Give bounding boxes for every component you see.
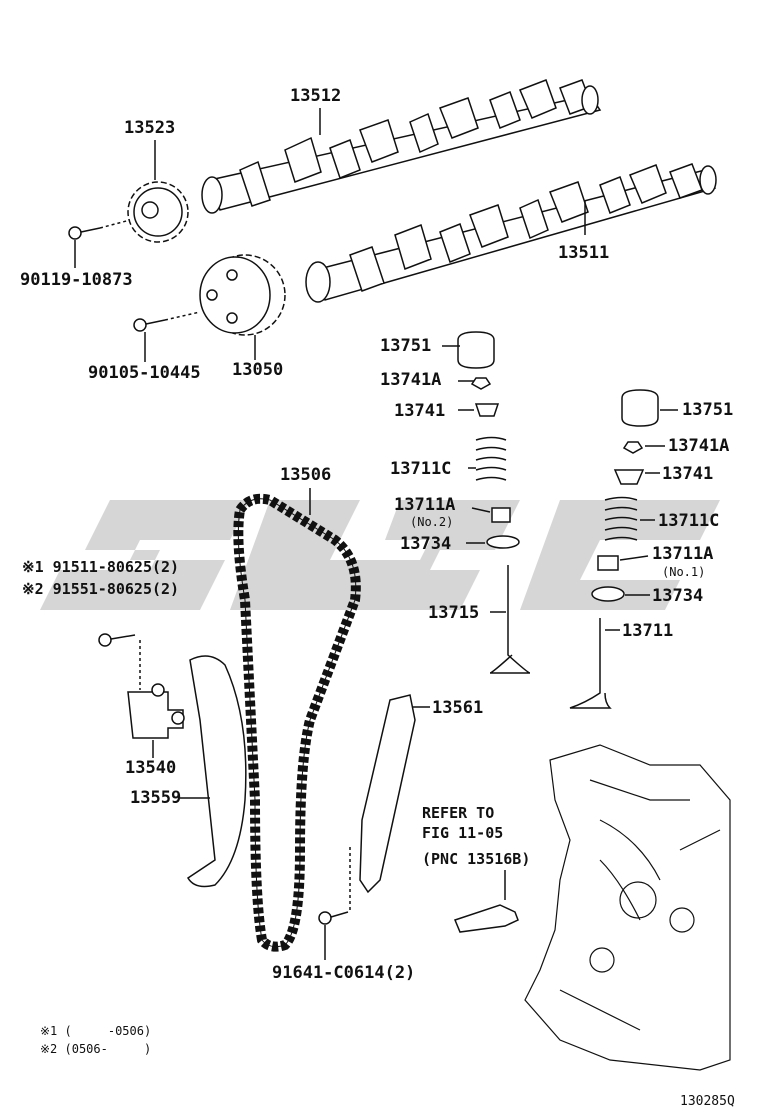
valve-stack-intake — [569, 389, 659, 709]
label-13734-exhaust: 13734 — [400, 534, 452, 554]
label-13711c-intake: 13711C — [658, 511, 720, 531]
bolt-90119 — [68, 219, 131, 240]
label-13741-intake: 13741 — [662, 464, 714, 484]
camshaft-13512 — [201, 79, 602, 214]
refer-note-line1: REFER TO — [422, 804, 495, 822]
label-13711c-exhaust: 13711C — [390, 459, 452, 479]
engine-block — [524, 744, 731, 1071]
label-13751-intake: 13751 — [682, 400, 734, 420]
label-90119-10873: 90119-10873 — [20, 270, 133, 290]
label-bolt-91511: ※1 91511-80625(2) — [22, 558, 180, 576]
label-91641-c0614: 91641-C0614(2) — [272, 963, 416, 983]
label-13561: 13561 — [432, 698, 484, 718]
label-90105-10445: 90105-10445 — [88, 363, 201, 383]
label-13540: 13540 — [125, 758, 177, 778]
oil-control-pin — [453, 904, 519, 933]
bolt-91511 — [98, 633, 141, 690]
tensioner-slipper-13559 — [186, 655, 247, 888]
refer-note-line3: (PNC 13516B) — [422, 850, 531, 868]
label-bolt-91551: ※2 91551-80625(2) — [22, 580, 180, 598]
bolt-91641 — [318, 845, 351, 960]
label-13711: 13711 — [622, 621, 674, 641]
label-13734-intake: 13734 — [652, 586, 704, 606]
label-13523: 13523 — [124, 118, 176, 138]
label-13711a-exhaust: 13711A — [394, 495, 456, 515]
label-13506: 13506 — [280, 465, 332, 485]
label-no2: (No.2) — [410, 515, 454, 529]
footnote-2: ※2 (0506- ) — [40, 1042, 152, 1056]
label-13050: 13050 — [232, 360, 284, 380]
label-13741-exhaust: 13741 — [394, 401, 446, 421]
chain-tensioner-13540 — [127, 683, 185, 739]
chain-guide-13561 — [359, 694, 416, 894]
vvt-gear-13050 — [199, 254, 286, 336]
label-13751-exhaust: 13751 — [380, 336, 432, 356]
label-no1: (No.1) — [662, 565, 706, 579]
refer-note-line2: FIG 11-05 — [422, 824, 504, 842]
label-13741a-exhaust: 13741A — [380, 370, 442, 390]
label-13741a-intake: 13741A — [668, 436, 730, 456]
label-13711a-intake: 13711A — [652, 544, 714, 564]
illustration-id: 130285Q — [680, 1094, 735, 1109]
sprocket-13523 — [127, 181, 189, 243]
label-13715: 13715 — [428, 603, 480, 623]
footnote-1: ※1 ( -0506) — [40, 1024, 152, 1038]
label-13511: 13511 — [558, 243, 610, 263]
valve-stack-exhaust — [457, 331, 531, 674]
label-13559: 13559 — [130, 788, 182, 808]
camshaft-13511 — [305, 163, 717, 303]
label-13512: 13512 — [290, 86, 342, 106]
bolt-90105 — [133, 311, 201, 332]
timing-chain-13506 — [233, 493, 361, 952]
